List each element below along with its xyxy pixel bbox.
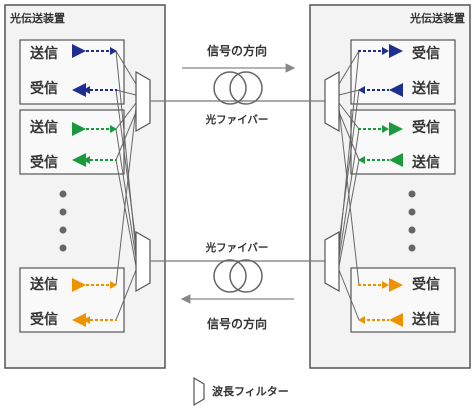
bottom-fiber-label: 光ファイバー: [205, 241, 269, 254]
left-tx-triangle-icon: [72, 44, 86, 58]
left-dot: [59, 226, 67, 234]
left-g2-tx-label: 送信: [29, 119, 58, 136]
top-fiber-coil-icon: [213, 71, 263, 105]
left-g2-rx-label: 受信: [30, 154, 58, 171]
left-rx-arrowhead: [83, 316, 90, 324]
right-device-title: 光伝送装置: [409, 11, 465, 25]
filter-legend-icon: [193, 376, 205, 407]
right-tx-triangle-icon: [389, 313, 403, 327]
left-g3-tx-label: 送信: [29, 276, 58, 293]
right-rx-triangle-icon: [389, 122, 403, 136]
right-rx-triangle-icon: [389, 278, 403, 292]
signal-arrows: [72, 44, 403, 327]
right-tx-arrowhead: [358, 156, 365, 164]
right-rx-triangle-icon: [389, 44, 403, 58]
right-rx-arrowhead: [382, 281, 389, 289]
left-bottom-filter: [135, 230, 151, 293]
left-top-filter: [135, 70, 151, 133]
right-rx-arrowhead: [382, 47, 389, 55]
left-rx-arrowhead: [83, 156, 90, 164]
right-g3-tx-label: 送信: [411, 311, 440, 328]
right-dot: [408, 208, 416, 216]
left-rx-triangle-icon: [72, 313, 86, 327]
left-rx-arrowhead: [83, 86, 90, 94]
left-rx-triangle-icon: [72, 153, 86, 167]
right-rx-arrowhead: [382, 125, 389, 133]
bottom-direction-label: 信号の方向: [207, 316, 267, 331]
left-tx-triangle-icon: [72, 278, 86, 292]
right-tx-triangle-icon: [389, 153, 403, 167]
left-group-2-box: [19, 109, 125, 175]
left-device-title: 光伝送装置: [9, 11, 65, 25]
right-g2-tx-label: 送信: [411, 154, 440, 171]
left-dot: [59, 208, 67, 216]
right-top-filter: [324, 70, 340, 133]
left-tx-arrowhead: [110, 281, 117, 289]
right-g1-rx-label: 受信: [412, 45, 440, 62]
top-fiber-label: 光ファイバー: [205, 113, 269, 126]
left-g1-tx-label: 送信: [29, 45, 58, 62]
right-bottom-filter: [324, 230, 340, 293]
right-dot: [408, 226, 416, 234]
right-dot: [408, 190, 416, 198]
right-tx-arrowhead: [358, 316, 365, 324]
right-tx-arrowhead: [358, 86, 365, 94]
left-connection-lines: [115, 50, 137, 321]
right-g2-rx-label: 受信: [412, 119, 440, 136]
filter-legend-label: 波長フィルター: [212, 384, 289, 398]
left-tx-arrowhead: [110, 125, 117, 133]
top-direction-label: 信号の方向: [207, 43, 267, 58]
right-connection-lines: [338, 50, 360, 321]
left-dot: [59, 244, 67, 252]
right-g1-tx-label: 送信: [411, 80, 440, 97]
left-rx-triangle-icon: [72, 83, 86, 97]
left-g3-rx-label: 受信: [30, 311, 58, 328]
left-g1-rx-label: 受信: [30, 80, 58, 97]
left-dot: [59, 190, 67, 198]
right-dot: [408, 244, 416, 252]
bottom-fiber-coil-icon: [213, 259, 263, 293]
left-tx-arrowhead: [110, 47, 117, 55]
left-group-3-box: [19, 267, 125, 333]
left-tx-triangle-icon: [72, 122, 86, 136]
right-tx-triangle-icon: [389, 83, 403, 97]
right-group-2-box: [350, 109, 456, 175]
right-g3-rx-label: 受信: [412, 276, 440, 293]
